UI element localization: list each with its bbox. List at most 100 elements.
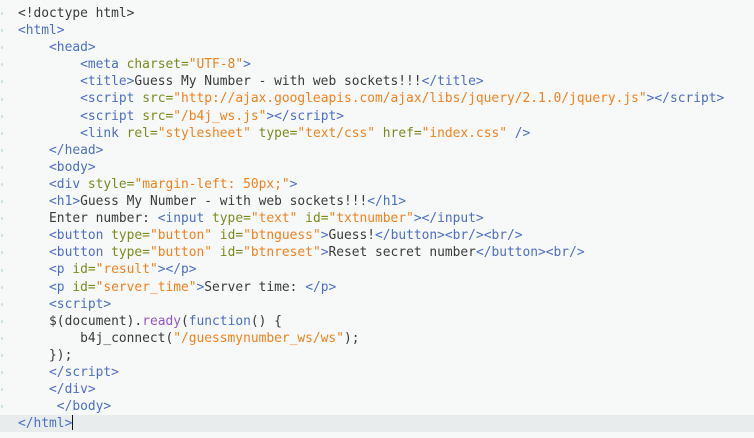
code-token-tag: </button><br/><br/> [375, 228, 523, 244]
gutter-marker [1, 302, 3, 306]
code-token-attr: id= [212, 245, 244, 261]
code-line[interactable]: <button type="button" id="btnreset">Rese… [18, 244, 754, 261]
code-line[interactable]: <button type="button" id="btnguess">Gues… [18, 227, 754, 244]
gutter-marker [1, 165, 3, 169]
code-token-str: "btnguess" [243, 228, 321, 244]
gutter-marker [1, 285, 3, 289]
code-line[interactable]: <p id="result"></p> [18, 261, 754, 278]
code-token-tag: <head> [18, 40, 96, 56]
gutter-marker [1, 97, 3, 101]
code-token-txt: Guess! [328, 228, 376, 244]
code-token-tag: > [243, 57, 251, 73]
code-token-txt: Server time: [204, 279, 306, 295]
code-token-tag: <meta [18, 57, 127, 73]
code-token-tag: </body> [18, 399, 112, 415]
gutter-marker [1, 200, 3, 204]
code-token-str: "index.css" [421, 125, 507, 141]
code-token-str: "button" [149, 245, 213, 261]
code-line[interactable]: <title>Guess My Number - with web socket… [18, 73, 754, 90]
gutter-marker [1, 114, 3, 118]
code-token-txt: b4j_connect( [18, 330, 174, 346]
code-line[interactable]: <div style="margin-left: 50px;"> [18, 176, 754, 193]
code-token-attr: type= [250, 125, 298, 141]
code-token-str: "/guessmynumber_ws/ws" [173, 330, 344, 346]
code-token-txt: Reset secret number [328, 245, 476, 261]
code-line[interactable]: </script> [18, 364, 754, 381]
gutter-marker [1, 319, 3, 323]
gutter-marker [1, 234, 3, 238]
code-token-fn: ready [142, 313, 181, 329]
code-token-attr: type= [111, 228, 150, 244]
code-token-tag: <body> [18, 159, 96, 175]
code-line[interactable]: <body> [18, 159, 754, 176]
code-token-attr: id= [72, 262, 96, 278]
code-token-tag: <script [18, 108, 143, 124]
text-cursor [72, 415, 74, 431]
code-line[interactable]: <script> [18, 296, 754, 313]
gutter-marker [1, 371, 3, 375]
code-line[interactable]: </head> [18, 142, 754, 159]
gutter-marker [1, 183, 3, 186]
code-line-current[interactable]: </html> [0, 415, 754, 433]
code-line[interactable]: <head> [18, 39, 754, 56]
code-token-tag: function [188, 313, 251, 329]
gutter-marker [1, 148, 3, 152]
code-line[interactable]: <p id="server_time">Server time: </p> [18, 279, 754, 296]
code-token-str: "result" [95, 262, 158, 278]
code-line[interactable]: <link rel="stylesheet" type="text/css" h… [18, 125, 754, 142]
gutter-marker [1, 29, 3, 33]
code-token-tag: </h1> [367, 194, 407, 210]
code-line[interactable]: </div> [18, 381, 754, 398]
gutter-marker [1, 217, 3, 221]
code-token-str: "text/css" [297, 125, 376, 141]
code-token-attr: id= [212, 228, 244, 244]
code-token-tag: <button [18, 245, 112, 261]
code-token-attr: src= [142, 91, 174, 107]
code-token-attr: style= [87, 176, 135, 192]
code-token-txt: }); [18, 347, 73, 363]
code-line[interactable]: <!doctype html> [18, 5, 754, 22]
code-line[interactable]: <meta charset="UTF-8"> [18, 56, 754, 73]
code-token-tag: <script [18, 91, 143, 107]
code-token-attr: type= [212, 211, 251, 227]
code-token-str: "text" [250, 211, 298, 227]
gutter-marker [1, 405, 3, 409]
gutter-marker [1, 336, 3, 340]
code-line[interactable]: b4j_connect("/guessmynumber_ws/ws"); [18, 330, 754, 347]
code-token-txt: $(document). [18, 313, 143, 329]
code-token-tag: <link [18, 125, 127, 141]
code-token-txt: ); [343, 330, 360, 346]
code-line[interactable]: <script src="/b4j_ws.js"></script> [18, 108, 754, 125]
code-token-tag: > [196, 279, 205, 295]
code-token-attr: id= [72, 279, 96, 295]
code-token-tag: <input [157, 211, 213, 227]
code-token-str: "txtnumber" [328, 211, 414, 227]
code-area[interactable]: <!doctype html><html> <head> <meta chars… [0, 5, 754, 433]
code-line[interactable]: $(document).ready(function() { [18, 313, 754, 330]
code-token-tag: > [320, 228, 329, 244]
code-token-str: "margin-left: 50px;" [134, 176, 290, 192]
code-line[interactable]: </body> [18, 398, 754, 415]
code-token-tag: </div> [18, 382, 96, 398]
gutter-marker [1, 251, 3, 255]
code-line[interactable]: Enter number: <input type="text" id="txt… [18, 210, 754, 227]
code-line[interactable]: }); [18, 347, 754, 364]
code-token-tag: ></script> [646, 91, 725, 107]
code-token-str: "/b4j_ws.js" [173, 108, 267, 124]
code-line[interactable]: <h1>Guess My Number - with web sockets!!… [18, 193, 754, 210]
code-token-attr: id= [297, 211, 329, 227]
gutter-marker [1, 80, 3, 84]
code-token-txt: Guess My Number - with web sockets!!! [134, 74, 422, 90]
code-token-tag: ></p> [157, 262, 197, 278]
code-token-tag: ></script> [266, 108, 344, 124]
code-token-attr: href= [375, 125, 422, 141]
code-token-tag: </title> [421, 74, 484, 90]
code-token-str: "http://ajax.googleapis.com/ajax/libs/jq… [173, 91, 647, 107]
code-token-tag: <html> [18, 23, 65, 39]
code-token-tag: </p> [305, 279, 337, 295]
code-line[interactable]: <html> [18, 22, 754, 39]
gutter-marker [1, 268, 3, 272]
code-token-tag: > [320, 245, 329, 261]
code-line[interactable]: <script src="http://ajax.googleapis.com/… [18, 90, 754, 107]
